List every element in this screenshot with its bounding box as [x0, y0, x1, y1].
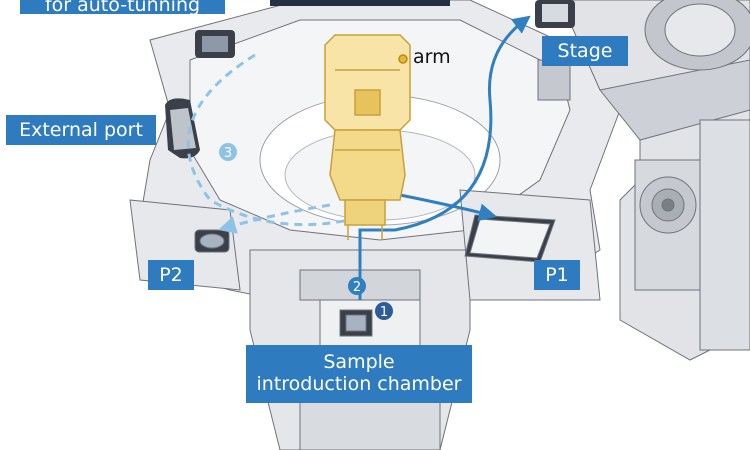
label-chamber-line2: introduction chamber — [256, 373, 462, 395]
top-banner-fragment — [270, 0, 450, 6]
dashed-path-to-p2 — [218, 203, 331, 234]
label-arm: arm — [413, 46, 451, 68]
label-p2: P2 — [148, 260, 194, 290]
stage-holder — [535, 0, 575, 101]
label-top-left-text: for auto-tunning — [44, 0, 201, 16]
label-external-port: External port — [6, 115, 156, 145]
external-port-window — [165, 98, 200, 159]
marker-2-text: 2 — [353, 280, 361, 295]
label-stage: Stage — [542, 36, 628, 66]
label-sample-chamber: Sample introduction chamber — [246, 345, 472, 403]
label-stage-text: Stage — [557, 40, 613, 62]
label-chamber-line1: Sample — [323, 351, 395, 373]
label-top-left: for auto-tunning — [20, 0, 225, 16]
transfer-path-to-p1 — [399, 193, 497, 222]
label-p1: P1 — [534, 260, 580, 290]
marker-3-text: 3 — [224, 146, 232, 161]
label-arm-text: arm — [413, 46, 451, 68]
transfer-path-up — [358, 15, 531, 300]
top-left-holder — [195, 30, 235, 58]
dashed-path-route — [186, 53, 377, 227]
label-external-port-text: External port — [19, 119, 143, 141]
right-housing — [559, 0, 750, 361]
label-p1-text: P1 — [545, 264, 569, 286]
label-p2-text: P2 — [159, 264, 183, 286]
marker-3: 3 — [219, 143, 237, 161]
marker-1-text: 1 — [380, 305, 388, 320]
marker-1: 1 — [375, 302, 393, 320]
marker-2: 2 — [348, 277, 366, 295]
transfer-arm — [324, 34, 411, 240]
